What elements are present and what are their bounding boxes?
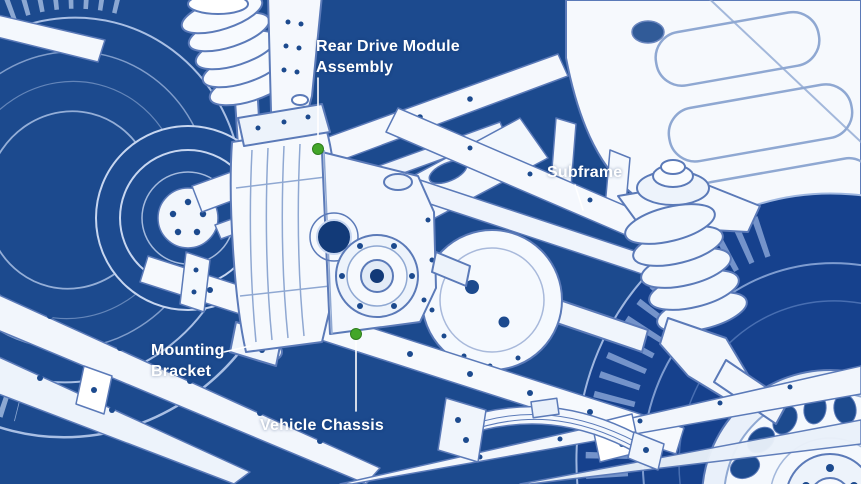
callout-text: Bracket [151,363,212,380]
callout-dot-rear-drive-module-assembly [312,143,324,155]
subframe-rails [385,107,701,281]
callout-label-mounting-bracket: Mounting Bracket [151,340,225,382]
callout-label-vehicle-chassis: Vehicle Chassis [260,415,384,436]
callout-label-subframe: Subframe [547,162,622,183]
output-flange [335,234,419,318]
front-coil-spring [180,0,292,107]
callout-text: Vehicle Chassis [260,417,384,434]
leader-mounting-bracket [223,345,251,353]
rear-differential [409,229,649,371]
callout-text: Subframe [547,164,623,181]
leaf-spring [437,397,665,471]
leader-subframe [574,184,584,211]
callout-text: Mounting [151,342,225,359]
callout-dot-vehicle-chassis [350,328,362,340]
callout-label-rear-drive-module-assembly: Rear Drive Module Assembly [316,36,460,78]
upper-control-arm [0,14,106,63]
spring-top-mount [636,159,710,206]
rear-drive-module [229,94,471,367]
callout-text: Rear Drive Module [316,38,460,55]
callout-text: Assembly [316,59,394,76]
